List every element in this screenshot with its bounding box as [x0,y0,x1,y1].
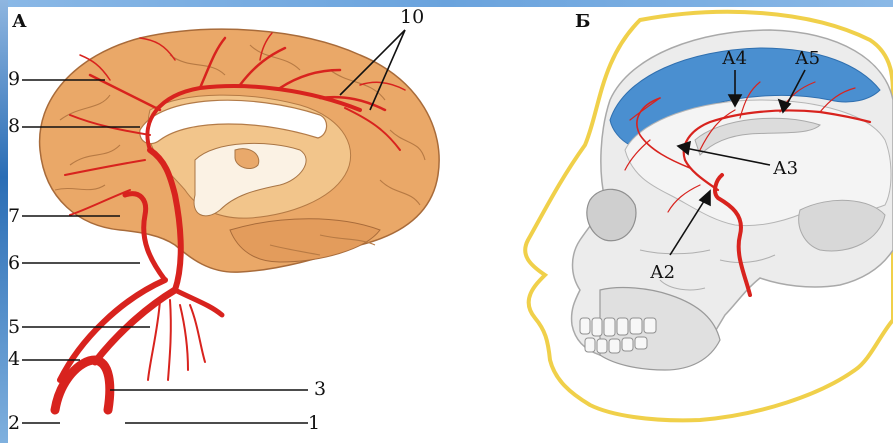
label-3: 3 [314,380,326,399]
label-5: 5 [8,318,20,337]
label-a4: А4 [722,48,747,69]
panel-a-brain [40,29,440,272]
label-1: 1 [308,414,320,433]
panel-b-head [525,12,893,421]
label-2: 2 [8,414,20,433]
label-a2: А2 [650,262,675,283]
label-a5: А5 [795,48,820,69]
label-a3: А3 [773,158,798,179]
label-4: 4 [8,350,20,369]
label-8: 8 [8,117,20,136]
label-9: 9 [8,70,20,89]
panel-a-title: А [12,11,27,32]
label-10: 10 [400,8,424,27]
label-7: 7 [8,207,20,226]
panel-b-title: Б [575,11,590,32]
label-6: 6 [8,254,20,273]
